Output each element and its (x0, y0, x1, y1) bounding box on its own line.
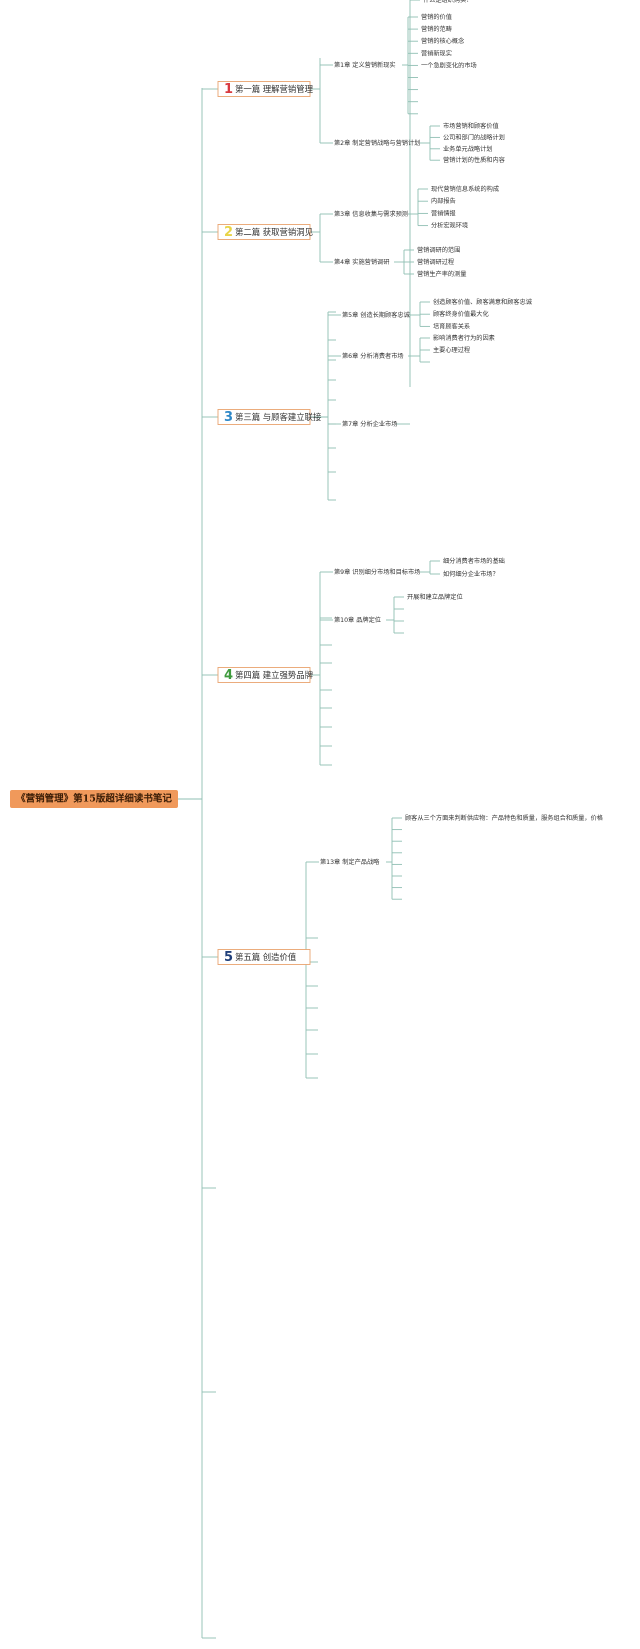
part-1-chapter-2-item-4: 营销计划的性质和内容 (443, 156, 505, 164)
part-4-chapter-1: 第9章 识别细分市场和目标市场 (334, 568, 420, 576)
part-4-chapter-2: 第10章 品牌定位 (334, 616, 381, 624)
part-1-chapter-1-item-5: 一个急剧变化的市场 (421, 61, 477, 69)
part-5-number: 5 (224, 950, 233, 965)
part-4-chapter-2-item-1: 开展和建立品牌定位 (407, 593, 463, 601)
part-3-chapter-2-item-1: 影响消费者行为的因素 (433, 334, 495, 342)
part-4-chapter-1-item-2: 如何细分企业市场？ (443, 570, 499, 578)
part-2-chapter-2-item-1: 营销调研的范围 (417, 246, 460, 254)
part-2-chapter-1-item-2: 内部报告 (431, 197, 456, 205)
root-title: 《营销管理》第15版超详细读书笔记 (16, 793, 172, 805)
part-2-chapter-2-item-2: 营销调研过程 (417, 258, 454, 266)
part-2-chapter-1: 第3章 信息收集与需求预测 (334, 210, 408, 218)
part-1-chapter-1-item-3: 营销的核心概念 (421, 37, 464, 45)
part-2-title: 第二篇 获取营销洞见 (235, 227, 313, 237)
part-2-number: 2 (224, 225, 233, 240)
part-4-title: 第四篇 建立强势品牌 (235, 670, 314, 680)
part-3-number: 3 (224, 410, 233, 425)
part-3-title: 第三篇 与顾客建立联接 (235, 412, 322, 422)
part-5-title: 第五篇 创造价值 (235, 952, 297, 962)
part-node-box (217, 224, 311, 240)
part-1-chapter-2: 第2章 制定营销战略与营销计划 (334, 139, 420, 147)
part-1-chapter-1-item-1: 营销的价值 (421, 13, 452, 21)
part-1-chapter-2-item-2: 公司和部门的战略计划 (443, 133, 505, 141)
part-1-chapter-1-item-2: 营销的范畴 (421, 25, 452, 33)
part-1-title: 第一篇 理解营销管理 (235, 84, 314, 94)
part-3-chapter-3: 第7章 分析企业市场 (342, 420, 397, 428)
part-3-chapter-1-item-1: 创造顾客价值、顾客满意和顾客忠诚 (433, 298, 532, 306)
part-2-chapter-1-item-3: 营销情报 (431, 209, 456, 217)
part-4-chapter-1-item-1: 细分消费者市场的基础 (443, 557, 505, 565)
part-5-chapter-1: 第13章 制定产品战略 (320, 858, 380, 866)
part-1-chapter-2-item-3: 业务单元战略计划 (443, 145, 493, 153)
part-2-chapter-1-item-1: 现代营销信息系统的构成 (431, 185, 499, 193)
part-node-box (217, 409, 311, 425)
part-3-chapter-1-item-2: 顾客终身价值最大化 (433, 310, 489, 318)
part-2-chapter-2: 第4章 实施营销调研 (334, 258, 389, 266)
part-3-chapter-3-item-1: 什么是组织购买？ (423, 0, 473, 4)
part-1-number: 1 (224, 82, 233, 97)
part-1-chapter-1: 第1章 定义营销新现实 (334, 61, 396, 69)
part-2-chapter-1-item-4: 分析宏观环境 (431, 222, 468, 230)
part-2-chapter-2-item-3: 营销生产率的测量 (417, 270, 467, 278)
part-node-box (217, 81, 311, 97)
root-node-box (10, 790, 178, 808)
part-3-chapter-1-item-3: 培育顾客关系 (433, 322, 470, 330)
connector-lines (178, 0, 440, 1639)
part-4-number: 4 (224, 668, 233, 683)
part-3-chapter-1: 第5章 创造长期顾客忠诚 (342, 311, 410, 319)
part-3-chapter-2-item-2: 主要心理过程 (433, 346, 470, 354)
part-1-chapter-1-item-4: 营销新现实 (421, 49, 452, 57)
part-node-box (217, 667, 311, 683)
part-3-chapter-2: 第6章 分析消费者市场 (342, 352, 404, 360)
part-node-box (217, 949, 311, 965)
part-5-chapter-1-item-1: 顾客从三个方面来判断供应物：产品特色和质量，服务组合和质量，价格 (405, 814, 604, 822)
part-1-chapter-2-item-1: 市场营销和顾客价值 (443, 122, 499, 130)
